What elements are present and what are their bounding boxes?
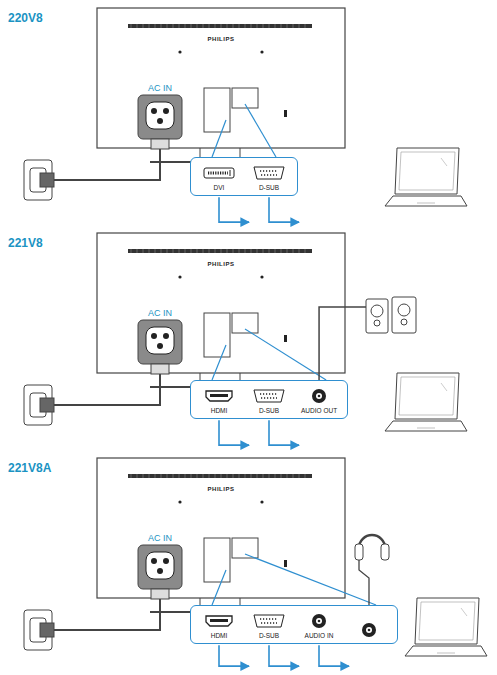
port-icon: [251, 164, 287, 182]
port: AUDIO OUT: [301, 387, 337, 414]
port: AUDIO IN: [301, 612, 337, 639]
port-panel: DVI D-SUB: [190, 157, 298, 196]
model-name: 221V8: [8, 237, 43, 249]
speakers: [319, 297, 416, 380]
port-label: HDMI: [211, 632, 228, 639]
port: D-SUB: [251, 164, 287, 191]
laptop: [405, 598, 487, 656]
brand-logo: PHILIPS: [208, 486, 235, 492]
port-panel: HDMI D-SUB AUDIO OUT: [190, 380, 348, 419]
laptop: [385, 373, 467, 431]
brand-logo: PHILIPS: [208, 261, 235, 267]
power-input-label: AC IN: [148, 84, 172, 93]
port-icon: [351, 621, 387, 639]
port: D-SUB: [251, 387, 287, 414]
port-label: D-SUB: [259, 407, 279, 414]
power-input-label: AC IN: [148, 309, 172, 318]
port-icon: [251, 612, 287, 630]
port-icon: [201, 612, 237, 630]
port: HDMI: [201, 387, 237, 414]
port-label: AUDIO IN: [305, 632, 334, 639]
power-input-label: AC IN: [148, 534, 172, 543]
monitor-rear: [24, 8, 345, 200]
laptop: [385, 148, 467, 206]
port-label: DVI: [214, 184, 225, 191]
port-icon: [201, 387, 237, 405]
port: [351, 621, 387, 639]
port-label: HDMI: [211, 407, 228, 414]
port: HDMI: [201, 612, 237, 639]
port: DVI: [201, 164, 237, 191]
port-icon: [201, 164, 237, 182]
headphones: [355, 535, 389, 605]
brand-logo: PHILIPS: [208, 36, 235, 42]
port-panel: HDMI D-SUB AUDIO IN: [190, 605, 398, 644]
port-icon: [301, 612, 337, 630]
model-name: 220V8: [8, 12, 43, 24]
port: D-SUB: [251, 612, 287, 639]
port-label: D-SUB: [259, 184, 279, 191]
model-name: 221V8A: [8, 462, 51, 474]
port-label: D-SUB: [259, 632, 279, 639]
port-icon: [301, 387, 337, 405]
port-icon: [251, 387, 287, 405]
port-label: AUDIO OUT: [301, 407, 337, 414]
